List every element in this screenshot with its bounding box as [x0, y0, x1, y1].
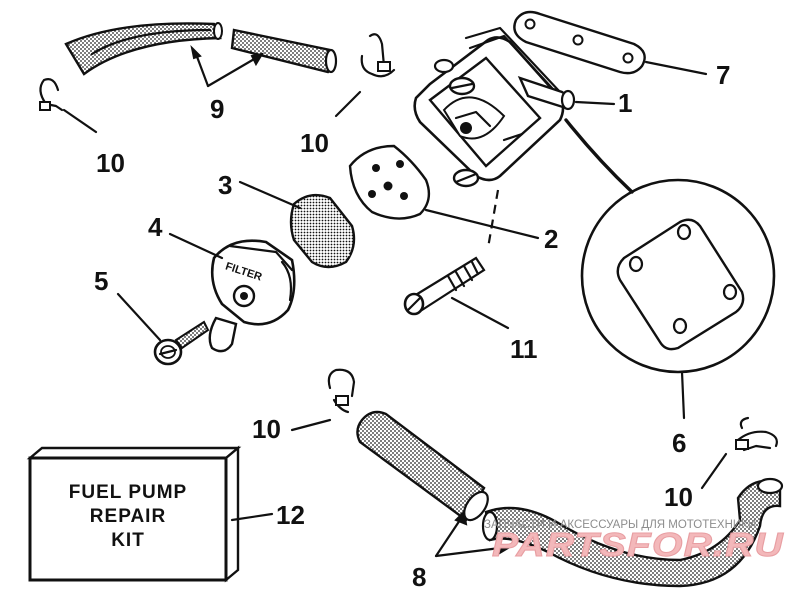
- callout-6: 6: [672, 428, 686, 458]
- watermark: ЗАПЧАСТИ И АКСЕССУАРЫ ДЛЯ МОТОТЕХНИКИ PA…: [484, 519, 784, 564]
- kit-label-line-3: KIT: [111, 530, 145, 551]
- part-3-filter-screen: [289, 193, 356, 269]
- callout-9: 9: [210, 94, 224, 124]
- callout-8-leader: [434, 509, 511, 558]
- callout-1-leader: [574, 100, 616, 106]
- callout-10a-leader: [62, 108, 98, 134]
- callout-10d-leader: [700, 452, 728, 490]
- callout-11-leader: [450, 296, 510, 330]
- part-1-fuel-pump-body: [413, 26, 576, 188]
- callout-2-leader: [424, 208, 540, 240]
- callout-9-leader: [190, 44, 265, 88]
- watermark-tagline: ЗАПЧАСТИ И АКСЕССУАРЫ ДЛЯ МОТОТЕХНИКИ: [484, 519, 756, 531]
- part-10-hose-clamp-top-center: [360, 33, 396, 78]
- alignment-dashed-line: [486, 189, 500, 249]
- kit-label-line-2: REPAIR: [90, 506, 166, 527]
- callout-7-leader: [644, 60, 708, 76]
- callout-10c: 10: [252, 414, 281, 444]
- part-10-hose-clamp-top-left: [39, 78, 64, 112]
- callout-11: 11: [510, 334, 538, 364]
- part-10-hose-clamp-lower-center: [327, 368, 356, 414]
- part-8-fuel-hoses: [356, 410, 784, 588]
- watermark-brand: PARTSFOR.RU: [492, 526, 784, 563]
- part-10-hose-clamp-lower-right: [735, 416, 778, 452]
- callout-10b-leader: [334, 90, 362, 118]
- callout-3-leader: [238, 180, 302, 210]
- callout-10d: 10: [664, 482, 693, 512]
- callout-12-leader: [230, 512, 274, 522]
- part-7-gasket: [513, 10, 646, 75]
- callout-12: 12: [276, 500, 305, 530]
- callout-4: 4: [148, 212, 163, 242]
- callout-5-leader: [116, 292, 162, 342]
- part-9-fuel-hoses: [64, 22, 338, 76]
- part-6-gasket-detail: [580, 178, 776, 374]
- callout-1: 1: [618, 88, 632, 118]
- callout-6-leader: [680, 370, 686, 420]
- callout-10a: 10: [96, 148, 125, 178]
- callout-5: 5: [94, 266, 108, 296]
- callout-4-leader: [168, 232, 224, 260]
- callout-3: 3: [218, 170, 232, 200]
- part-4-filter-cover: FILTER: [208, 239, 296, 353]
- kit-label-line-1: FUEL PUMP: [69, 482, 187, 503]
- callout-10c-leader: [290, 418, 332, 432]
- detail-connector-line: [564, 118, 634, 194]
- part-2-diaphragm: [348, 144, 431, 220]
- callout-7: 7: [716, 60, 730, 90]
- callout-8: 8: [412, 562, 426, 592]
- callout-2: 2: [544, 224, 558, 254]
- part-12-repair-kit-box: FUEL PUMP REPAIR KIT: [26, 445, 242, 583]
- part-11-mounting-screw: [403, 256, 486, 316]
- part-5-filter-screw: [153, 320, 210, 366]
- callout-10b: 10: [300, 128, 329, 158]
